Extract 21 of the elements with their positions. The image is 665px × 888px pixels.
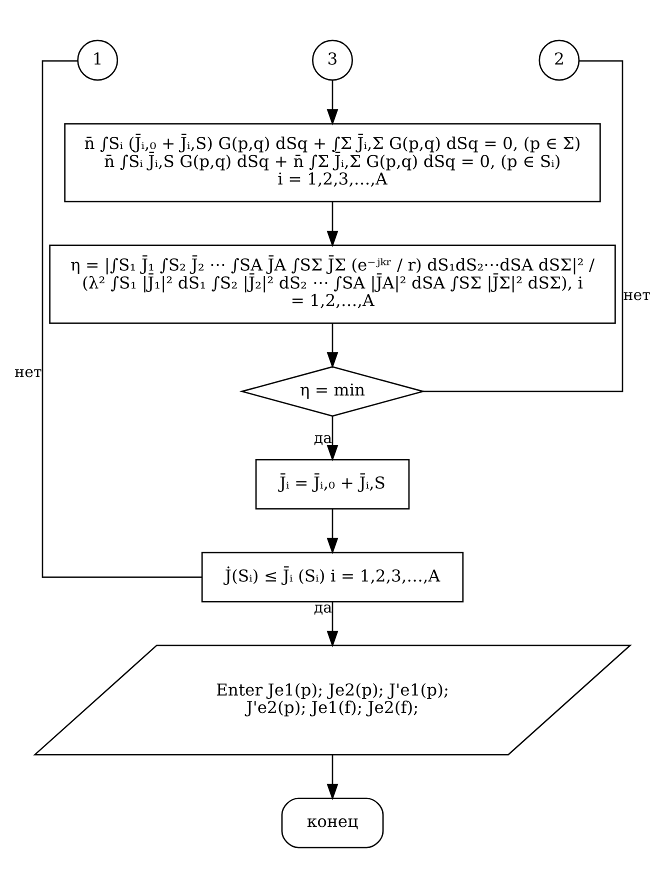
arrow <box>326 324 338 369</box>
node-box: η = |∫S₁ J̄₁ ∫S₂ J̄₂ ⋯ ∫SA J̄A ∫SΣ J̄Σ (e⁻ʲᵏʳ / r) dS₁dS₂⋯dSA dSΣ|² / (λ² ∫S₁ |J̄₁|² dS₁ ∫S₂ |J̄₂|² dS₂ ⋯ ∫SA |J̄A|² dSA ∫SΣ |J̄Σ|² dSΣ), i = 1,2,…,A <box>49 244 616 324</box>
connector <box>423 60 624 392</box>
edge-label: нет <box>14 362 42 381</box>
node-box: J̇(Sᵢ) ≤ J̄ᵢ (Sᵢ) i = 1,2,3,…,A <box>201 552 464 602</box>
node-box: n̄ ∫Sᵢ (J̄ᵢ,₀ + J̄ᵢ,S) G(p,q) dSq + ∫Σ J̄ᵢ,Σ G(p,q) dSq = 0, (p ∈ Σ) n̄ ∫Sᵢ J̄ᵢ,S G(p,q) dSq + n̄ ∫Σ J̄ᵢ,Σ G(p,q) dSq = 0, (p ∈ Sᵢ) i = 1,2,3,…,A <box>64 123 601 202</box>
arrow <box>326 602 338 648</box>
edge-label: нет <box>623 286 650 304</box>
node-box: J̄ᵢ = J̄ᵢ,₀ + J̄ᵢ,S <box>255 459 410 510</box>
node-diamond: η = min <box>239 366 426 417</box>
node-circle: 1 <box>77 40 118 81</box>
edge-label: да <box>314 429 332 448</box>
arrow <box>326 202 338 248</box>
connector <box>42 60 202 578</box>
node-circle: 3 <box>312 40 353 81</box>
node-circle: 2 <box>538 40 580 81</box>
arrow <box>326 755 338 800</box>
arrow <box>326 416 338 462</box>
arrow <box>326 509 338 554</box>
arrow <box>326 80 338 126</box>
node-box: конец <box>281 798 384 848</box>
